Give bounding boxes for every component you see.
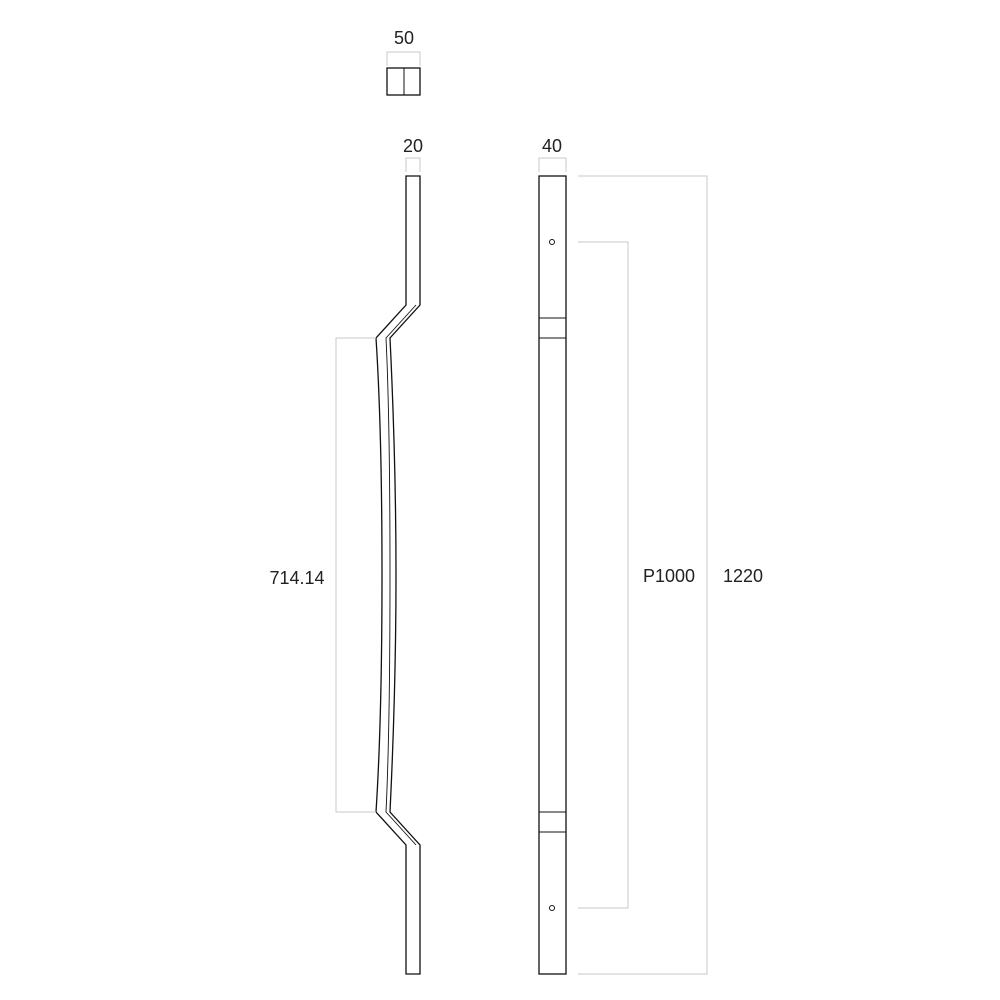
section-width-bracket — [386, 51, 421, 66]
front-width-label: 40 — [542, 136, 562, 156]
lower-mounting-hole — [549, 905, 555, 911]
front-width-bracket — [538, 157, 567, 172]
section-width-dimension: 50 — [386, 28, 421, 66]
hole-pitch-dimension: P1000 — [578, 241, 695, 909]
front-view — [538, 175, 567, 975]
hole-pitch-label: P1000 — [643, 566, 695, 586]
front-width-dimension: 40 — [538, 136, 567, 172]
overall-length-bracket — [578, 175, 708, 975]
side-width-bracket — [405, 157, 421, 172]
side-profile-view — [375, 175, 421, 975]
cross-section-view — [386, 67, 421, 96]
overall-length-dimension: 1220 — [578, 175, 763, 975]
side-profile-outline — [375, 175, 421, 975]
grip-length-bracket — [335, 337, 376, 813]
grip-length-label: 714.14 — [269, 568, 324, 588]
overall-length-label: 1220 — [723, 566, 763, 586]
side-width-label: 20 — [403, 136, 423, 156]
front-view-outline — [538, 175, 567, 975]
hole-pitch-bracket — [578, 241, 629, 909]
grip-length-dimension: 714.14 — [269, 337, 376, 813]
upper-mounting-hole — [549, 239, 555, 245]
section-width-label: 50 — [394, 28, 414, 48]
side-profile-inner-line — [385, 304, 417, 846]
side-width-dimension: 20 — [403, 136, 423, 172]
